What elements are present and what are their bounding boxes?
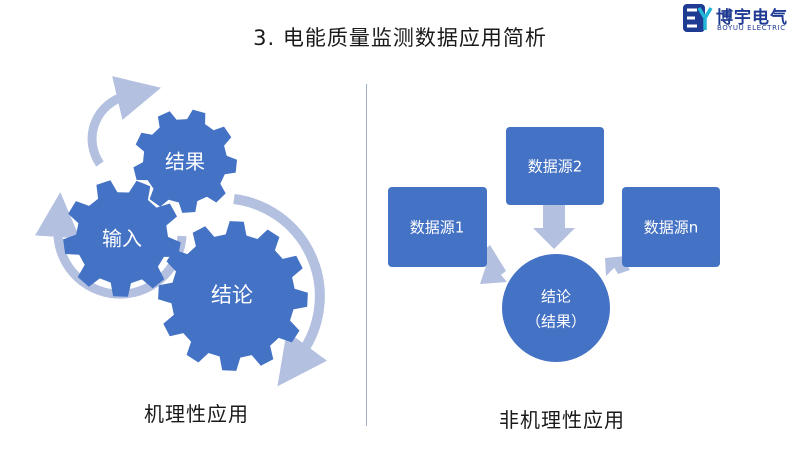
panel-divider [366, 84, 367, 426]
source-label-2: 数据源2 [528, 158, 583, 176]
conclusion-circle [502, 254, 610, 362]
gear-top-icon [133, 109, 237, 213]
source-label-n: 数据源n [644, 219, 699, 237]
gear-bottom-icon [158, 221, 308, 371]
gear-label-bottom: 结论 [211, 283, 253, 307]
source-label-1: 数据源1 [410, 219, 465, 237]
arrow-sourcen-head [605, 256, 626, 276]
caption-mechanism: 机理性应用 [144, 402, 249, 426]
page-title: 3. 电能质量监测数据应用简析 [253, 26, 547, 50]
gear-label-top: 结果 [165, 150, 205, 174]
source-box-n [622, 187, 720, 267]
arrow-source2 [533, 205, 575, 249]
source-box-1 [388, 187, 487, 267]
arrow-source1-head [480, 260, 507, 284]
logo-name: 博宇电气 [716, 8, 788, 28]
gear-label-middle: 输入 [102, 227, 142, 251]
boyuu-logo-icon [683, 4, 713, 32]
conclusion-sublabel: （结果） [526, 313, 586, 331]
logo-subtitle: BOYUU ELECTRIC [717, 24, 786, 32]
conclusion-label: 结论 [541, 288, 571, 306]
caption-non-mechanism: 非机理性应用 [499, 408, 625, 432]
source-box-2 [506, 127, 604, 205]
gear-middle-icon [63, 180, 181, 297]
cycle-arrow-top [87, 76, 162, 167]
company-logo: 博宇电气 BOYUU ELECTRIC [682, 2, 797, 36]
cycle-arrow-bottom [233, 194, 328, 387]
